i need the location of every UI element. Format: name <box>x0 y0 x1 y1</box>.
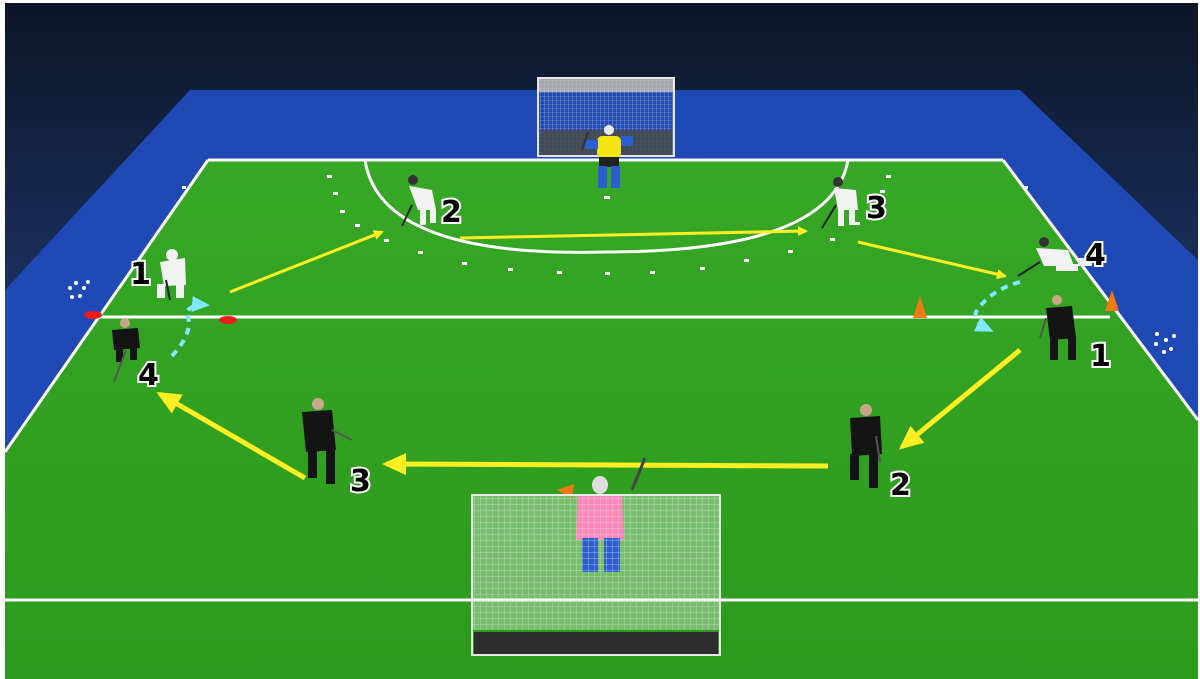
cone-right <box>1105 290 1119 311</box>
white-player-1 <box>157 249 186 301</box>
black-player-1 <box>1039 295 1076 360</box>
white-team-labels: 1 2 3 4 <box>128 189 1108 294</box>
pass-arrow-b2-b3 <box>382 453 829 476</box>
label-black-4: 4 <box>138 358 159 393</box>
balls-right <box>1154 332 1176 354</box>
label-black-2: 2 <box>890 468 911 503</box>
dashed-circle-dots <box>182 175 1028 275</box>
label-white-2: 2 <box>441 195 462 230</box>
pass-arrows <box>156 226 1022 481</box>
pass-arrow-w2-w3 <box>459 226 808 240</box>
pass-arrow-b3-b4 <box>156 391 307 481</box>
red-markers <box>84 311 237 324</box>
pass-arrow-w3-w4 <box>857 240 1007 280</box>
front-goal <box>471 457 721 656</box>
cones <box>913 290 1119 318</box>
label-black-3: 3 <box>350 464 371 499</box>
pass-arrow-b1-b2 <box>898 348 1022 450</box>
white-player-2 <box>401 175 436 227</box>
balls-left <box>68 280 90 299</box>
white-player-3 <box>821 177 858 229</box>
pitch-turf <box>5 160 1198 679</box>
label-white-3: 3 <box>866 191 887 226</box>
goalkeeper-top <box>581 125 633 188</box>
label-black-1: 1 <box>1090 339 1111 374</box>
label-white-4: 4 <box>1085 238 1106 273</box>
pass-arrow-w1-w2 <box>229 230 384 294</box>
label-white-1: 1 <box>130 257 151 292</box>
dribble-arrow-right <box>973 280 1021 332</box>
cone-left <box>913 296 927 318</box>
black-player-2 <box>850 404 882 488</box>
left-sideline <box>3 159 210 453</box>
black-team-labels: 1 2 3 4 <box>136 337 1113 505</box>
shooting-circle <box>363 159 850 254</box>
dribble-arrows <box>170 280 1021 358</box>
white-player-4 <box>1017 237 1092 277</box>
black-player-3 <box>302 398 353 484</box>
right-sideline <box>1001 159 1200 421</box>
dribble-arrow-left <box>170 296 210 358</box>
black-player-4 <box>112 318 140 383</box>
